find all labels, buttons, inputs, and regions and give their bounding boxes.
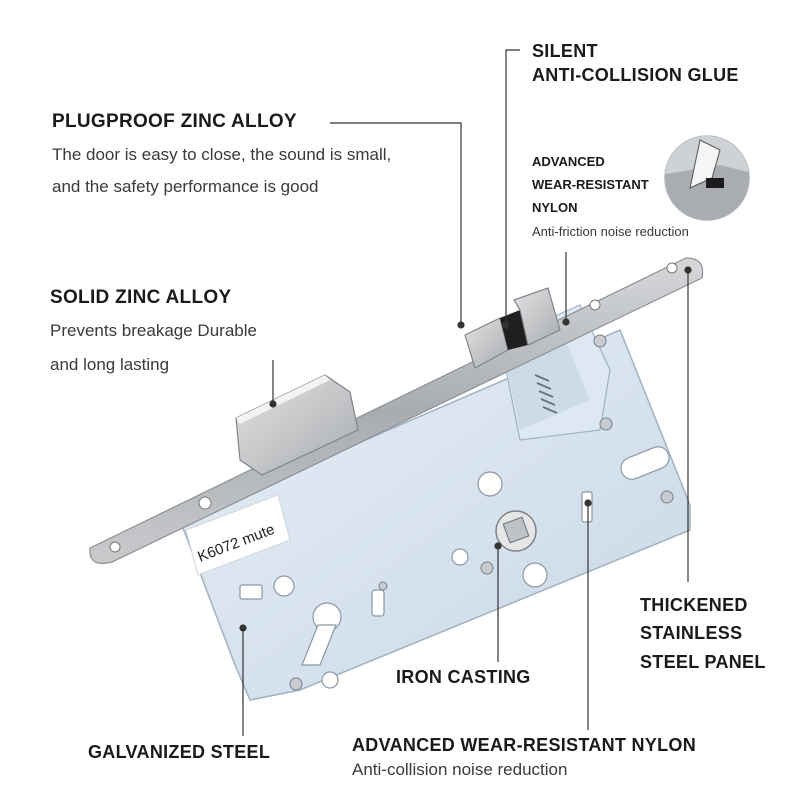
- plugproof-desc-line2: and the safety performance is good: [52, 177, 319, 196]
- nylon-bottom-title: ADVANCED WEAR-RESISTANT NYLON: [352, 735, 697, 755]
- thickened-line1: THICKENED: [640, 595, 748, 615]
- thickened-line2: STAINLESS: [640, 623, 743, 643]
- screw-heads: [289, 334, 674, 691]
- plugproof-title: PLUGPROOF ZINC ALLOY: [52, 111, 297, 132]
- thickened-line3: STEEL PANEL: [640, 652, 766, 672]
- nylon-detail-inset: [664, 135, 750, 221]
- body-holes: [239, 446, 670, 689]
- leader-lines: [239, 49, 692, 736]
- nylon-bottom-desc: Anti-collision noise reduction: [352, 760, 568, 779]
- silent-glue-line2: ANTI-COLLISION GLUE: [532, 65, 739, 85]
- silent-glue-line1: SILENT: [532, 41, 598, 61]
- cylinder-keyhole: [301, 602, 342, 666]
- solid-zinc-desc-line1: Prevents breakage Durable: [50, 321, 257, 340]
- solid-zinc-desc-line2: and long lasting: [50, 355, 170, 374]
- galvanized-steel-title: GALVANIZED STEEL: [88, 742, 271, 762]
- lock-body: K6072 mute: [179, 304, 691, 701]
- latch-spring: [534, 374, 558, 414]
- latch-bolt: [464, 287, 561, 369]
- nylon-top-line3: NYLON: [532, 200, 578, 215]
- nylon-top-line1: ADVANCED: [532, 154, 605, 169]
- iron-casting-title: IRON CASTING: [396, 667, 531, 687]
- nylon-top-desc: Anti-friction noise reduction: [532, 224, 689, 239]
- spindle-follower: [495, 510, 537, 552]
- plugproof-desc-line1: The door is easy to close, the sound is …: [52, 145, 392, 164]
- solid-zinc-title: SOLID ZINC ALLOY: [50, 287, 232, 308]
- nylon-top-line2: WEAR-RESISTANT: [532, 177, 649, 192]
- deadbolt: [235, 374, 359, 476]
